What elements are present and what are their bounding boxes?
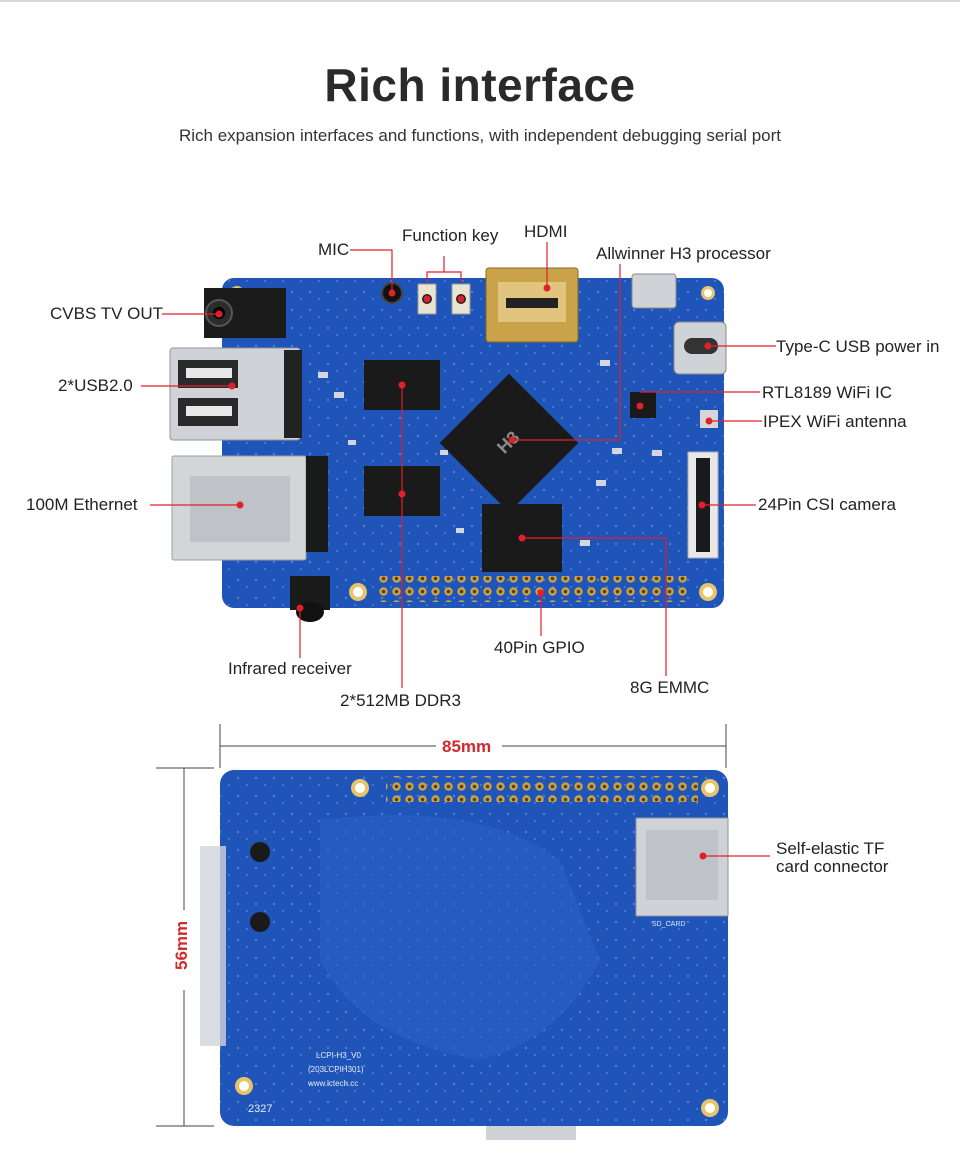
ir-receiver	[290, 576, 330, 622]
usb-ports	[169, 347, 302, 441]
page-title: Rich interface	[324, 59, 636, 111]
label-ipex: IPEX WiFi antenna	[763, 412, 907, 431]
audio-jack	[204, 288, 286, 338]
callout-dot-tf	[699, 852, 707, 860]
label-usb-power: Type-C USB power in	[776, 337, 940, 356]
passive-components	[318, 360, 662, 546]
callout-dots-front	[215, 284, 713, 612]
back-pcb	[220, 770, 728, 1126]
type-c-port	[673, 321, 727, 375]
side-connector-edge	[200, 846, 226, 1046]
label-wifi-ic: RTL8189 WiFi IC	[762, 383, 893, 402]
hdmi-port	[485, 267, 579, 343]
gpio-back-pins	[386, 776, 698, 802]
label-mic: MIC	[318, 240, 350, 259]
label-emmc: 8G EMMC	[630, 678, 710, 697]
label-usb2: 2*USB2.0	[58, 376, 133, 395]
label-processor: Allwinner H3 processor	[596, 244, 771, 263]
label-hdmi: HDMI	[524, 222, 568, 241]
dimension-height: 56mm	[172, 921, 192, 970]
label-gpio: 40Pin GPIO	[494, 638, 585, 657]
label-tf-line1: Self-elastic TF	[776, 839, 885, 858]
label-cvbs: CVBS TV OUT	[50, 304, 164, 323]
label-function-key: Function key	[402, 226, 499, 245]
label-csi: 24Pin CSI camera	[758, 495, 896, 514]
dimension-width: 85mm	[442, 737, 492, 756]
back-component-1	[250, 842, 270, 862]
callout-lines-front	[141, 242, 776, 688]
silk-serial: 2327	[248, 1103, 272, 1115]
otg-port	[631, 273, 677, 309]
dimension-lines	[156, 724, 727, 1127]
sd-card-silk: SD_CARD	[652, 921, 685, 928]
page-subtitle: Rich expansion interfaces and functions,…	[178, 126, 781, 145]
top-divider	[0, 0, 960, 2]
label-infrared: Infrared receiver	[228, 659, 352, 678]
silk-model: LCPI-H3_V0	[316, 1051, 361, 1060]
label-ethernet: 100M Ethernet	[26, 495, 138, 514]
back-component-2	[250, 912, 270, 932]
silk-web: www.lctech.cc	[307, 1079, 358, 1088]
dimension-height-text: 56mm	[172, 920, 191, 970]
hdmi-edge	[486, 1126, 576, 1140]
tf-card-slot	[635, 817, 729, 917]
gpio-header	[378, 576, 690, 602]
h3-processor: H3	[439, 373, 579, 513]
label-tf-line2: card connector	[776, 857, 889, 876]
ethernet-port	[171, 455, 328, 561]
silk-code: (203LCPIH301)	[308, 1065, 364, 1074]
label-ddr3: 2*512MB DDR3	[340, 691, 461, 710]
